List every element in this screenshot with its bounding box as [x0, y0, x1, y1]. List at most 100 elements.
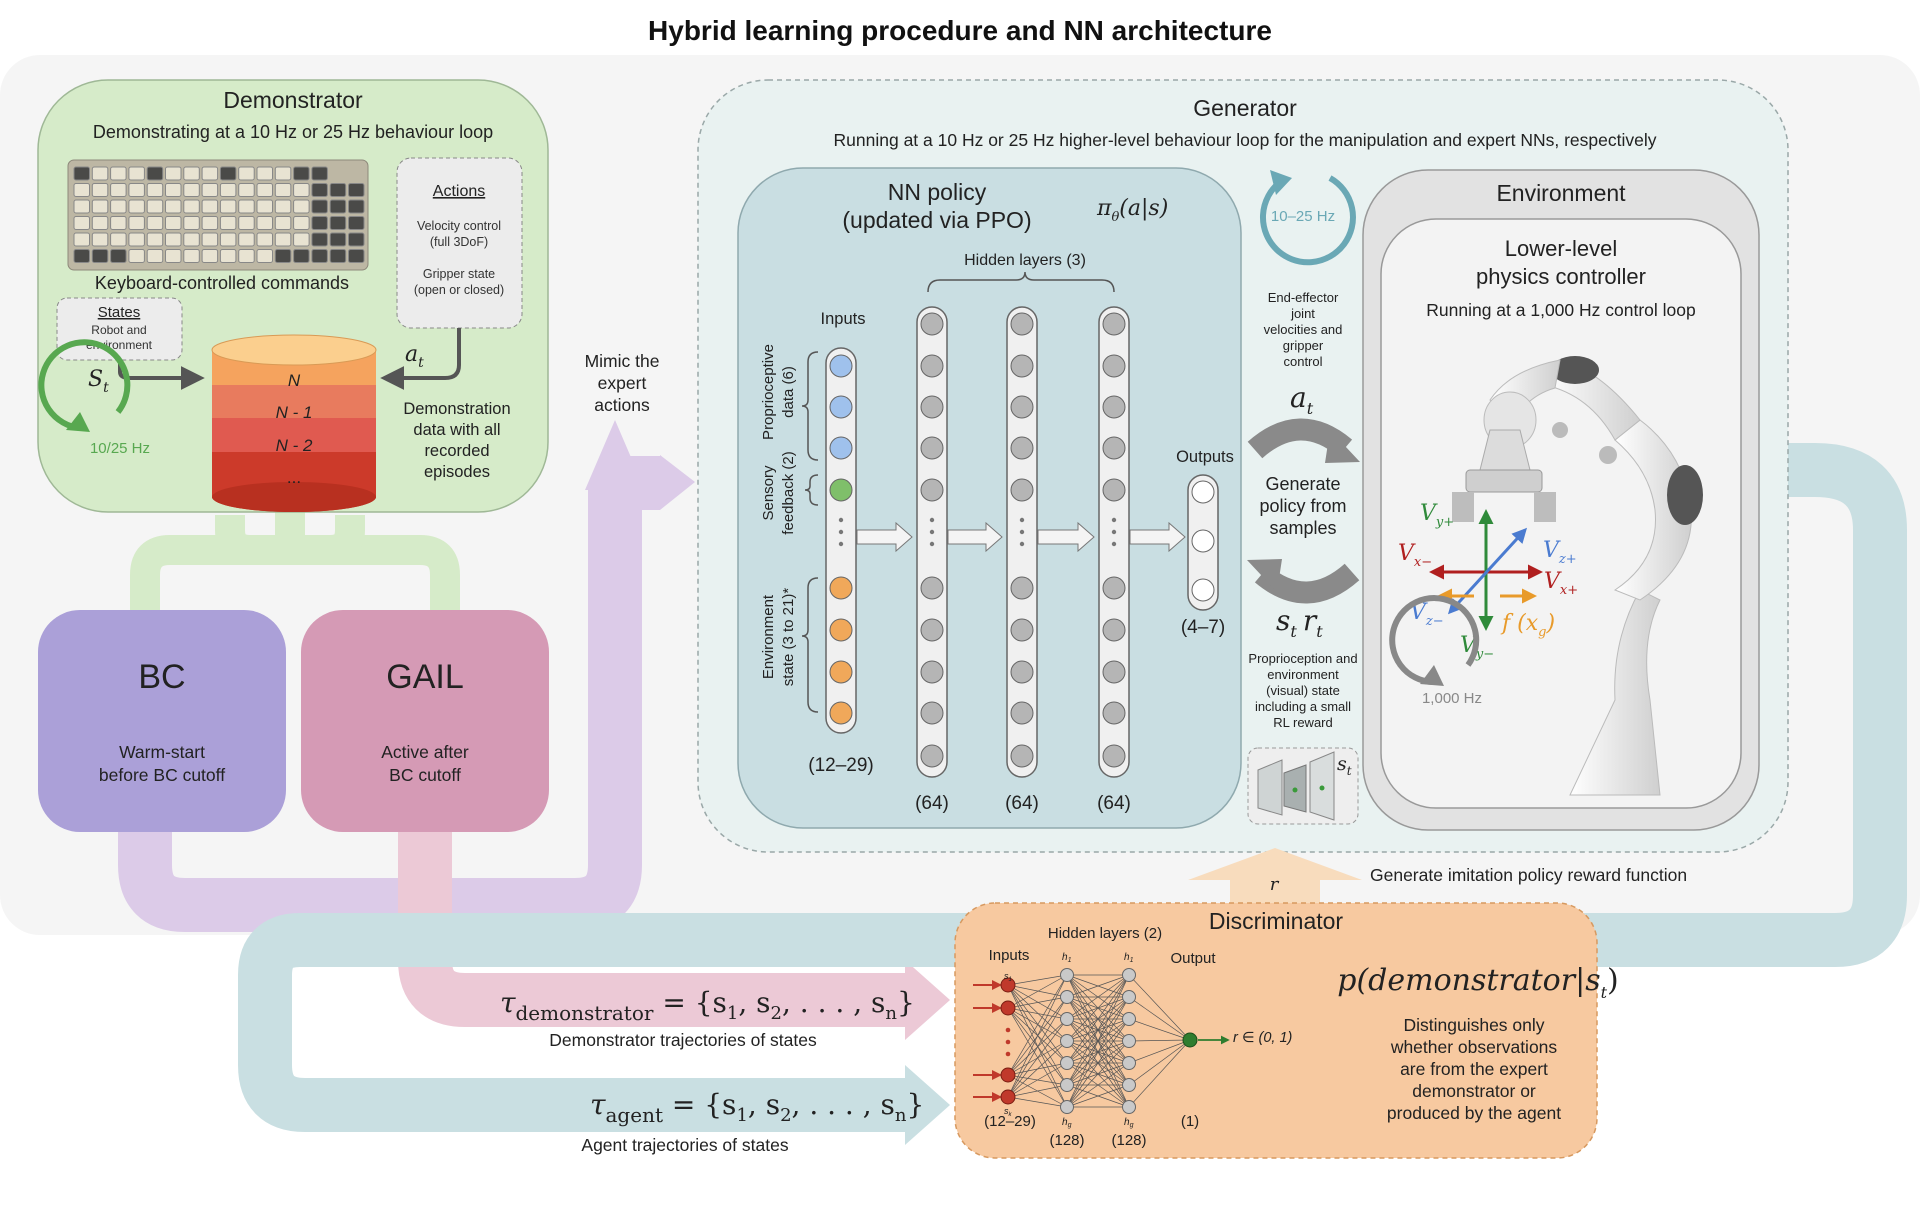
keyboard-key — [128, 166, 145, 181]
keyboard-key — [256, 199, 273, 214]
layer-arrow — [856, 521, 913, 553]
actions-to-stack-arrow — [380, 328, 461, 390]
disc-edge — [1128, 996, 1191, 1041]
keyboard-key — [91, 216, 109, 230]
hidden-node — [1010, 744, 1034, 768]
disc-desc-line-1: Distinguishes only — [1403, 1015, 1544, 1035]
keyboard-key — [311, 249, 328, 263]
disc-h1-label-a: h1 — [1062, 952, 1072, 964]
hidden-node — [1102, 618, 1126, 642]
disc-edge — [1066, 974, 1130, 1108]
thumbnail-st-label: st — [1337, 753, 1352, 778]
gail-box — [301, 610, 549, 832]
layer-arrow — [947, 521, 1003, 553]
keyboard-label: Keyboard-controlled commands — [95, 273, 349, 293]
disc-hidden-node — [1060, 990, 1074, 1004]
disc-hidden-node — [1122, 1034, 1136, 1048]
demonstrator-title: Demonstrator — [223, 87, 363, 113]
keyboard-key — [293, 232, 310, 247]
keyboard-key — [146, 232, 164, 247]
keyboard-key — [293, 249, 310, 263]
keyboard-key — [256, 249, 273, 263]
env-brace — [801, 577, 819, 713]
keyboard-key — [146, 166, 164, 181]
generator-loop-arrow — [1260, 175, 1356, 266]
keyboard-key — [293, 216, 310, 230]
keyboard-key — [110, 249, 127, 263]
pink-band-head — [905, 960, 950, 1040]
tau-demonstrator-caption: Demonstrator trajectories of states — [549, 1030, 817, 1050]
disc-edge — [1007, 974, 1068, 986]
disc-hidden-node — [1060, 1034, 1074, 1048]
grip-force-label: f (xg) — [1500, 611, 1555, 640]
hidden-node — [1102, 660, 1126, 684]
disc-input-dot — [1005, 1039, 1011, 1045]
demonstrator-at-label: at — [405, 342, 424, 371]
disc-edge — [1007, 1040, 1068, 1098]
states-line-1: Robot and — [91, 323, 146, 337]
keyboard-key — [183, 183, 200, 197]
actions-line-3: Gripper state — [423, 267, 495, 281]
disc-hidden-node — [1060, 1100, 1074, 1114]
disc-edge — [1066, 1018, 1130, 1108]
stack-item-2: N - 1 — [276, 403, 313, 422]
disc-s1-label: s1 — [1004, 971, 1012, 983]
keyboard-key — [91, 183, 109, 197]
proprio-text-line-4: including a small — [1255, 699, 1351, 714]
keyboard-key — [128, 232, 145, 247]
keyboard-key — [165, 232, 182, 247]
keyboard-key — [73, 216, 90, 230]
ee-line-5: control — [1283, 354, 1322, 369]
keyboard-key — [128, 183, 145, 197]
disc-hg-label-a: hg — [1062, 1117, 1072, 1129]
keyboard-key — [348, 249, 365, 263]
inputs-label: Inputs — [821, 310, 866, 328]
disc-edge — [1066, 1084, 1130, 1108]
keyboard-key — [73, 199, 90, 214]
keyboard-key — [238, 183, 255, 197]
disc-edge — [1007, 974, 1068, 1076]
hidden-size-label-1: (64) — [915, 793, 949, 814]
nn-policy-title-1: NN policy — [888, 179, 987, 205]
sensory-brace — [804, 474, 819, 506]
environment-title: Environment — [1496, 180, 1626, 206]
states-to-stack-arrow — [118, 360, 205, 390]
disc-hidden-node — [1122, 1056, 1136, 1070]
hidden-node — [1102, 395, 1126, 419]
keyboard-key — [274, 216, 292, 230]
z-axis-arrow — [1447, 527, 1528, 615]
disc-hg-label-b: hg — [1124, 1117, 1134, 1129]
keyboard-key — [73, 183, 90, 197]
keyboard-key — [329, 216, 347, 230]
keyboard-key — [256, 216, 273, 230]
disc-hidden-node — [1060, 968, 1074, 982]
proprio-text-line-3: (visual) state — [1266, 683, 1340, 698]
bc-line-1: Warm-start — [119, 742, 205, 762]
discriminator-network — [973, 968, 1230, 1114]
ee-line-2: joint — [1290, 306, 1315, 321]
hidden-brace — [927, 271, 1115, 293]
disc-hidden-label: Hidden layers (2) — [1048, 925, 1162, 942]
hidden-node — [1010, 618, 1034, 642]
episode-stack — [211, 334, 377, 512]
disc-edge — [1066, 974, 1130, 1020]
disc-desc-line-4: demonstrator or — [1412, 1081, 1536, 1101]
generate-line-2: policy from — [1259, 496, 1346, 516]
hidden-ellipsis-dot — [929, 529, 935, 535]
ee-line-4: gripper — [1283, 338, 1324, 353]
states-title: States — [98, 304, 141, 321]
env-state-label-1: Environment — [760, 594, 777, 679]
keyboard-key — [293, 183, 310, 197]
nn-policy-title-2: (updated via PPO) — [842, 207, 1031, 233]
hidden-ellipsis-dot — [1019, 517, 1025, 523]
keyboard-key — [73, 249, 90, 263]
hidden-node — [920, 618, 944, 642]
mimic-line-1: Mimic the — [585, 351, 660, 371]
input-node — [829, 436, 853, 460]
disc-size-inputs: (12–29) — [984, 1113, 1036, 1130]
disc-sk-label: sk — [1004, 1106, 1013, 1118]
keyboard-key — [348, 216, 365, 230]
hidden-node — [920, 660, 944, 684]
keyboard-key — [183, 166, 200, 181]
